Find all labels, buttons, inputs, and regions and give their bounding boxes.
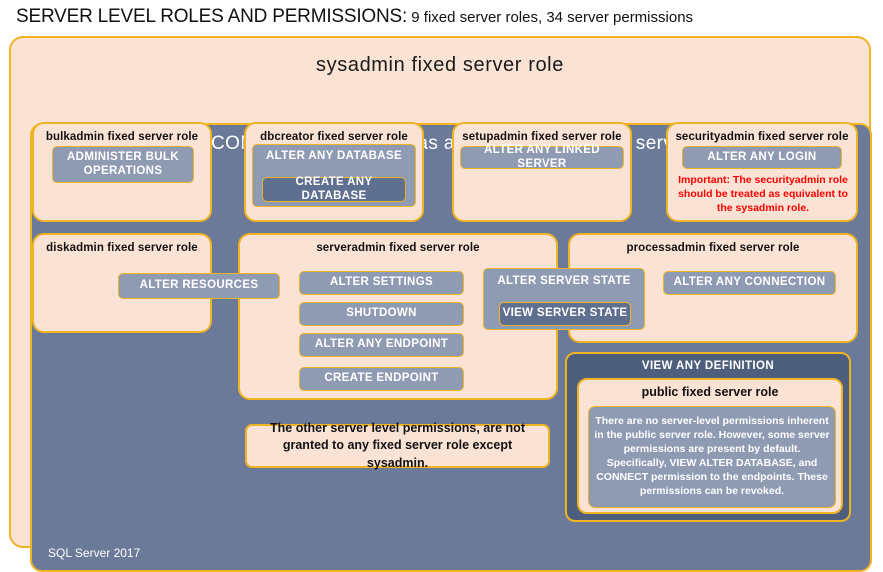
public-role-description: There are no server-level permissions in… xyxy=(588,406,836,508)
role-title-public: public fixed server role xyxy=(641,385,779,399)
permission-view-any-definition-label: VIEW ANY DEFINITION xyxy=(641,360,775,372)
page-title-main: SERVER LEVEL ROLES AND PERMISSIONS: xyxy=(16,6,408,27)
permission-alter-server-state-label: ALTER SERVER STATE xyxy=(497,275,631,287)
role-title-dbcreator: dbcreator fixed server role xyxy=(260,131,408,143)
role-title-bulkadmin: bulkadmin fixed server role xyxy=(45,131,199,143)
permission-alter-settings[interactable]: ALTER SETTINGS xyxy=(299,271,464,295)
role-card-setupadmin[interactable]: setupadmin fixed server role xyxy=(452,122,632,222)
permission-alter-resources[interactable]: ALTER RESOURCES xyxy=(118,273,280,299)
role-title-processadmin: processadmin fixed server role xyxy=(626,242,800,254)
permission-alter-any-database-label: ALTER ANY DATABASE xyxy=(266,150,402,162)
other-permissions-note: The other server level permissions, are … xyxy=(245,421,550,470)
page-title: SERVER LEVEL ROLES AND PERMISSIONS: 9 fi… xyxy=(16,6,876,32)
role-card-public[interactable]: public fixed server role There are no se… xyxy=(577,378,843,514)
view-any-definition-group: VIEW ANY DEFINITION public fixed server … xyxy=(565,352,851,522)
sysadmin-role-label: sysadmin fixed server role xyxy=(316,54,564,76)
permission-view-server-state[interactable]: VIEW SERVER STATE xyxy=(499,302,631,326)
permission-alter-any-login[interactable]: ALTER ANY LOGIN xyxy=(682,146,842,169)
permission-create-endpoint[interactable]: CREATE ENDPOINT xyxy=(299,367,464,391)
role-title-securityadmin: securityadmin fixed server role xyxy=(675,131,849,143)
page-title-subtitle: 9 fixed server roles, 34 server permissi… xyxy=(407,9,694,26)
role-title-diskadmin: diskadmin fixed server role xyxy=(46,242,198,254)
role-title-serveradmin: serveradmin fixed server role xyxy=(316,242,480,254)
permission-shutdown[interactable]: SHUTDOWN xyxy=(299,302,464,326)
securityadmin-warning-note: Important: The securityadmin role should… xyxy=(678,174,848,214)
permission-alter-any-linked-server[interactable]: ALTER ANY LINKED SERVER xyxy=(460,144,624,170)
role-title-setupadmin: setupadmin fixed server role xyxy=(462,131,622,143)
permission-alter-any-connection[interactable]: ALTER ANY CONNECTION xyxy=(663,271,836,295)
permission-alter-any-endpoint[interactable]: ALTER ANY ENDPOINT xyxy=(299,333,464,357)
permission-administer-bulk-operations[interactable]: ADMINISTER BULK OPERATIONS xyxy=(52,146,194,183)
role-card-securityadmin[interactable]: securityadmin fixed server role xyxy=(666,122,858,222)
permission-create-any-database[interactable]: CREATE ANY DATABASE xyxy=(262,176,406,202)
sql-server-version-label: SQL Server 2017 xyxy=(48,546,141,560)
